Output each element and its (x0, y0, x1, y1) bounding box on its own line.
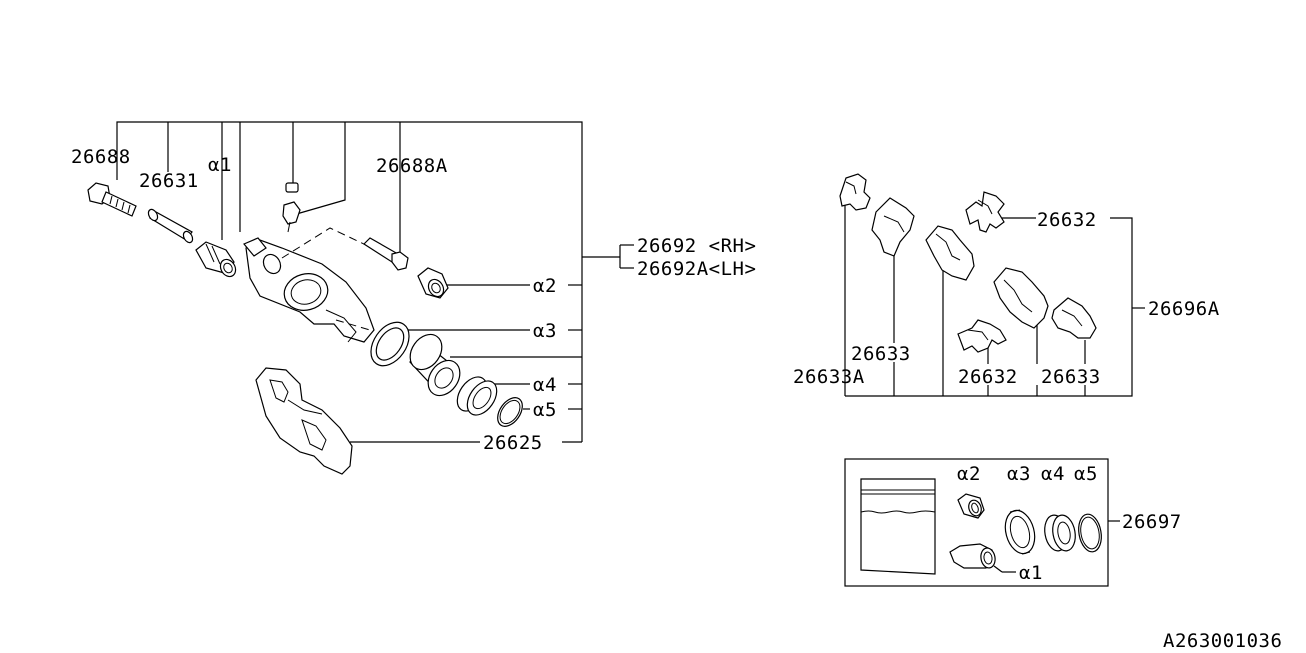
label-a2: α2 (533, 275, 557, 297)
seal-kit-box (844, 458, 1120, 587)
caliper-labels: 26688 26631 α1 26688A 26692 <RH> 26692A<… (71, 146, 756, 454)
label-a1-top: α1 (208, 154, 232, 176)
grease-packet (860, 478, 936, 575)
caliper-support-26625 (255, 367, 353, 475)
guide-bolt-26688A (363, 237, 409, 271)
piston-boot-a4 (456, 376, 498, 416)
shim-26633A (839, 173, 871, 211)
pin-boot-a2 (417, 267, 449, 299)
brake-pad-right (993, 267, 1049, 329)
label-26625: 26625 (483, 432, 543, 454)
label-26632-top: 26632 (1037, 209, 1097, 231)
label-26633A: 26633A (793, 366, 865, 388)
label-kit-a5: α5 (1074, 463, 1098, 485)
label-kit-a2: α2 (957, 463, 981, 485)
label-26697: 26697 (1122, 511, 1182, 533)
label-kit-a3: α3 (1007, 463, 1031, 485)
pad-kit-labels: 26632 26696A 26633 26633A 26632 26633 (793, 209, 1220, 388)
sleeve-26631 (147, 208, 194, 244)
piston-seal-a3 (370, 321, 410, 367)
pad-clip-26632-bottom (957, 319, 1007, 353)
label-a4: α4 (533, 374, 557, 396)
retaining-ring-a5 (497, 397, 523, 427)
label-kit-a1: α1 (1019, 562, 1043, 584)
label-26696A: 26696A (1148, 298, 1220, 320)
label-a3: α3 (533, 320, 557, 342)
label-26688A: 26688A (376, 155, 448, 177)
kit-boot-a2 (957, 493, 985, 519)
kit-ring-a5 (1078, 513, 1102, 553)
label-26632-bottom: 26632 (958, 366, 1018, 388)
bleeder-cap (285, 182, 299, 193)
caliper-body (243, 227, 403, 343)
kit-boot-a1 (949, 543, 1016, 573)
label-26688: 26688 (71, 146, 131, 168)
label-a5: α5 (533, 399, 557, 421)
label-26692A-lh: 26692A<LH> (637, 258, 756, 280)
label-26633-right: 26633 (1041, 366, 1101, 388)
guide-pin-boot-a1 (195, 241, 237, 278)
label-26631: 26631 (139, 170, 199, 192)
caliper-leader-lines (116, 121, 634, 443)
guide-bolt-26688 (87, 182, 137, 217)
bleeder-screw (282, 201, 301, 233)
brake-pad-left (925, 225, 975, 281)
label-26633-left: 26633 (851, 343, 911, 365)
label-kit-a4: α4 (1041, 463, 1065, 485)
figure-id: A263001036 (1163, 630, 1282, 652)
seal-kit-labels: α2 α3 α4 α5 26697 α1 (957, 463, 1182, 584)
label-26692-rh: 26692 <RH> (637, 235, 756, 257)
kit-seal-a3 (1004, 509, 1036, 555)
pad-clip-26632-top (965, 191, 1005, 233)
shim-26633-right (1051, 297, 1097, 339)
kit-boot-a4 (1044, 514, 1076, 552)
piston (409, 333, 461, 397)
shim-26633-left (871, 197, 915, 257)
